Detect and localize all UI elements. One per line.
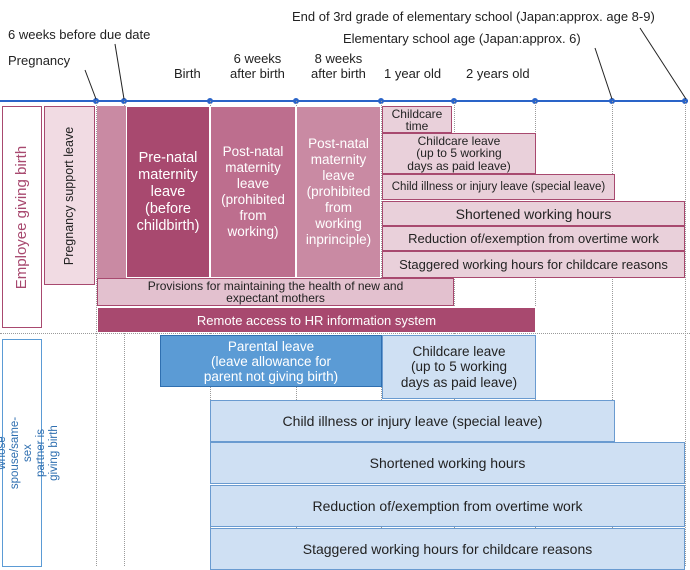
maternity-period-band — [97, 106, 126, 306]
group-label-spouse: Employee whose spouse/same-sex partner i… — [0, 339, 60, 567]
birth-overtime-exemption: Reduction of/exemption from overtime wor… — [382, 226, 685, 251]
label-6w-after: 6 weeks after birth — [230, 51, 285, 81]
label-elementary-age: Elementary school age (Japan:approx. 6) — [343, 31, 581, 46]
birth-childcare-leave: Childcare leave (up to 5 working days as… — [382, 133, 536, 174]
label-pointers — [84, 27, 687, 100]
childcare-time: Childcare time — [382, 106, 452, 133]
label-8w-after: 8 weeks after birth — [311, 51, 366, 81]
label-pregnancy: Pregnancy — [8, 53, 71, 68]
postnatal-leave-principle: Post-natal maternity leave (prohibited f… — [296, 106, 381, 278]
birth-shortened-hours: Shortened working hours — [382, 201, 685, 226]
spouse-child-illness-leave: Child illness or injury leave (special l… — [210, 400, 615, 442]
spouse-staggered-hours: Staggered working hours for childcare re… — [210, 528, 685, 570]
group-label-giving-birth: Employee giving birth — [2, 106, 42, 328]
parental-leave: Parental leave (leave allowance for pare… — [160, 335, 382, 387]
spouse-childcare-leave: Childcare leave (up to 5 working days as… — [382, 335, 536, 399]
postnatal-leave-prohibited: Post-natal maternity leave (prohibited f… — [210, 106, 296, 278]
label-6w-before: 6 weeks before due date — [8, 27, 151, 42]
spouse-shortened-hours: Shortened working hours — [210, 442, 685, 484]
remote-access-hr: Remote access to HR information system — [97, 307, 536, 333]
birth-staggered-hours: Staggered working hours for childcare re… — [382, 251, 685, 278]
label-2y: 2 years old — [466, 66, 530, 81]
grid-h-separator — [0, 333, 690, 334]
birth-child-illness-leave: Child illness or injury leave (special l… — [382, 174, 615, 200]
health-provisions: Provisions for maintaining the health of… — [97, 278, 454, 306]
label-1y: 1 year old — [384, 66, 442, 81]
label-birth: Birth — [174, 66, 201, 81]
pregnancy-support-leave: Pregnancy support leave — [44, 106, 95, 285]
prenatal-maternity-leave: Pre-natal maternity leave (before childb… — [126, 106, 210, 278]
spouse-overtime-exemption: Reduction of/exemption from overtime wor… — [210, 485, 685, 527]
label-end-3rd-grade: End of 3rd grade of elementary school (J… — [292, 9, 655, 24]
timeline-axis — [0, 100, 688, 102]
